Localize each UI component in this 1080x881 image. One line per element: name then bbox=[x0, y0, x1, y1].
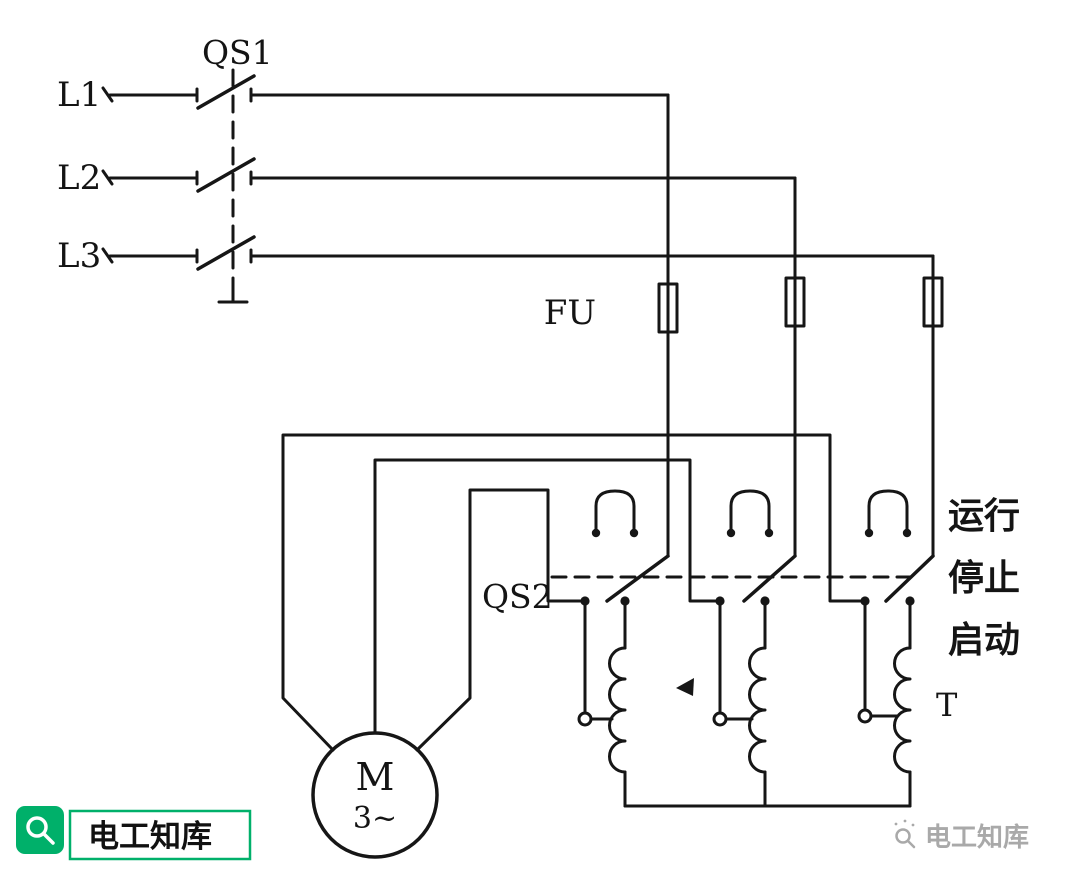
corner-watermark: 电工知库 bbox=[894, 819, 1029, 853]
phase-l2-lead bbox=[101, 157, 797, 193]
fuse-3 bbox=[922, 276, 944, 328]
tap-terminal-3 bbox=[857, 708, 873, 724]
qs2-switch bbox=[550, 489, 935, 603]
motor-feeder-buses bbox=[281, 433, 867, 752]
label-qs1: QS1 bbox=[202, 33, 273, 72]
qs1-linkage bbox=[217, 68, 249, 304]
phase-l3-lead bbox=[101, 235, 935, 271]
label-qs2: QS2 bbox=[482, 577, 553, 616]
contact-dots bbox=[580, 528, 915, 606]
coil-1 bbox=[608, 646, 627, 774]
label-start: 启动 bbox=[948, 620, 1020, 661]
brand-badge-text-box bbox=[68, 809, 252, 861]
coil-2 bbox=[748, 646, 767, 774]
label-fu: FU bbox=[544, 293, 596, 333]
qs2-upper-contact-2 bbox=[729, 489, 771, 534]
tap-terminal-1 bbox=[577, 711, 593, 727]
motor-symbol bbox=[311, 731, 439, 859]
label-l3: L3 bbox=[57, 236, 101, 276]
label-transformer: T bbox=[936, 686, 958, 724]
magnifier-icon bbox=[26, 816, 55, 845]
autotransformer-t bbox=[577, 601, 912, 808]
label-motor-phases: 3~ bbox=[353, 801, 397, 836]
qs2-upper-contact-1 bbox=[594, 489, 636, 534]
label-run: 运行 bbox=[948, 496, 1020, 537]
tap-arrow-marker bbox=[676, 678, 694, 696]
qs2-blade-1 bbox=[605, 554, 670, 603]
brand-badge-text: 电工知库 bbox=[88, 819, 212, 855]
qs2-upper-contact-3 bbox=[867, 489, 909, 534]
coil-3 bbox=[893, 646, 912, 774]
fuse-2 bbox=[784, 276, 806, 328]
tap-terminal-2 bbox=[712, 711, 728, 727]
brand-badge-icon-box bbox=[16, 806, 64, 854]
brand-badge: 电工知库 bbox=[16, 806, 252, 861]
label-l2: L2 bbox=[57, 158, 101, 198]
phase-l1-lead bbox=[101, 74, 670, 110]
fuse-group-fu bbox=[657, 93, 944, 558]
qs2-blade-2 bbox=[742, 554, 797, 603]
qs2-blade-3 bbox=[884, 554, 935, 603]
label-stop: 停止 bbox=[948, 558, 1020, 599]
fuse-1 bbox=[657, 282, 679, 334]
label-l1: L1 bbox=[57, 75, 101, 115]
watermark-magnifier-icon bbox=[894, 819, 916, 849]
label-motor: M bbox=[356, 755, 395, 799]
watermark-text: 电工知库 bbox=[925, 823, 1029, 853]
